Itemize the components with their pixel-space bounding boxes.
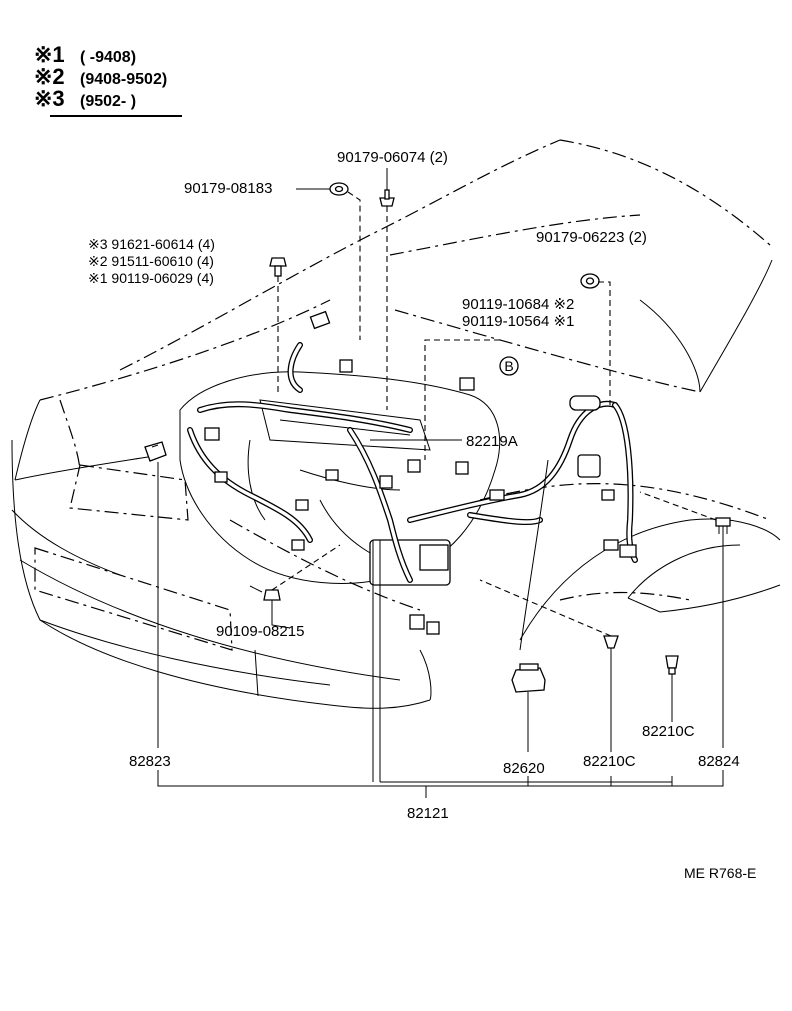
- hood-lower-edge: [394, 309, 701, 393]
- bumper-seam: [254, 649, 259, 697]
- wiring-harness: [187, 342, 638, 651]
- label-clamp-82210C: 82210C: [583, 753, 636, 770]
- right-wheel-arch: [519, 518, 781, 641]
- figure-code: ME R768-E: [684, 865, 756, 881]
- legend: ※1 ( -9408) ※2 (9408-9502) ※3 (9502- ): [34, 42, 182, 117]
- connector: [601, 489, 615, 501]
- legend-mark-3: ※3: [34, 86, 65, 111]
- connector: [407, 459, 421, 473]
- bumper-middle-line: [19, 559, 401, 681]
- label-bolt-91621-60614: ※3 91621-60614 (4): [88, 236, 215, 252]
- right-fender-lower: [627, 584, 781, 613]
- connector: [325, 469, 339, 481]
- bumper-outer: [11, 439, 431, 709]
- label-bolt-90119-10684: 90119-10684 ※2: [462, 296, 574, 313]
- connector: [291, 539, 305, 551]
- clip-icon: [144, 441, 167, 462]
- legend-range-3: (9502- ): [80, 93, 136, 110]
- clamp-icon: [665, 655, 679, 675]
- label-clip-82823: 82823: [129, 753, 171, 770]
- label-harness-82219A: 82219A: [466, 433, 518, 450]
- label-connector-82620: 82620: [503, 760, 545, 777]
- screw-icon: [379, 189, 395, 207]
- connector-icon: [511, 663, 546, 693]
- engine-block: [179, 371, 501, 635]
- marker-b-circle: [499, 356, 519, 376]
- left-fender-front: [14, 399, 41, 481]
- bumper-upper-line: [11, 509, 121, 576]
- harness-connectors: [204, 310, 637, 558]
- right-wheel-arch-inner: [627, 544, 741, 599]
- fasteners: B: [144, 182, 731, 693]
- connector: [459, 377, 475, 391]
- label-bolt-91511-60610: ※2 91511-60610 (4): [88, 253, 214, 269]
- car-body-outline: [11, 139, 781, 709]
- grille: [69, 464, 189, 521]
- harness-drop-to-82620: [519, 459, 549, 651]
- hood-crease: [389, 214, 641, 256]
- clip-icon: [715, 517, 731, 534]
- label-clip-82824: 82824: [698, 753, 740, 770]
- a-pillar: [639, 299, 701, 393]
- radiator-support: [229, 519, 421, 611]
- connector: [339, 359, 353, 373]
- relay-block: [419, 544, 449, 571]
- legend-mark-2: ※2: [34, 64, 65, 89]
- engine-front: [247, 439, 266, 521]
- right-fender-inner: [559, 591, 691, 601]
- nut-icon: [580, 273, 600, 289]
- bumper-lower-line: [39, 619, 331, 686]
- connector: [569, 395, 601, 411]
- right-fender-top: [479, 483, 771, 521]
- marker-b-label: B: [504, 358, 513, 374]
- left-fender-crease: [59, 399, 81, 471]
- hood-left-edge: [119, 139, 561, 371]
- leader-lines: [157, 168, 724, 798]
- part-labels: 90179-06074 (2) 90179-08183 ※3 91621-606…: [88, 149, 756, 881]
- fog-lamp-opening: [34, 547, 233, 651]
- connector: [309, 310, 331, 330]
- legend-range-2: (9408-9502): [80, 71, 167, 88]
- label-screw-90179-06074: 90179-06074 (2): [337, 149, 448, 166]
- bolt-icon: [269, 257, 287, 277]
- connector: [295, 499, 309, 511]
- label-clamp-82210C-right: 82210C: [642, 723, 695, 740]
- label-bolt-90119-06029: ※1 90119-06029 (4): [88, 270, 214, 286]
- sensor-block-b: [426, 621, 440, 635]
- label-nut-90179-06223: 90179-06223 (2): [536, 229, 647, 246]
- cowl-line: [39, 299, 331, 401]
- legend-range-1: ( -9408): [80, 49, 136, 66]
- nut-icon: [329, 182, 349, 196]
- intake-manifold: [259, 399, 431, 451]
- legend-mark-1: ※1: [34, 42, 65, 67]
- connector: [204, 427, 220, 441]
- connector: [214, 471, 228, 483]
- connector: [455, 461, 469, 475]
- hood-top-edge: [559, 139, 771, 246]
- hood-rear-edge: [699, 259, 773, 393]
- connector: [379, 475, 393, 489]
- connector: [489, 489, 505, 501]
- connector: [577, 454, 601, 478]
- left-headlight-top: [14, 454, 161, 481]
- label-bolt-90119-10564: 90119-10564 ※1: [462, 313, 574, 330]
- sensor-block-a: [409, 614, 425, 630]
- label-nut-90179-08183: 90179-08183: [184, 180, 272, 197]
- connector: [619, 544, 637, 558]
- bolt-icon: [249, 585, 281, 601]
- connector: [603, 539, 619, 551]
- harness-main-run: [197, 401, 413, 433]
- clamp-icon: [603, 635, 619, 649]
- manifold-line-1: [279, 419, 411, 436]
- label-bolt-90109-08215: 90109-08215: [216, 623, 304, 640]
- engine-outline: [179, 371, 501, 584]
- bumper-corner: [419, 649, 432, 701]
- engine-mid: [299, 469, 401, 491]
- label-harness-82121: 82121: [407, 805, 449, 822]
